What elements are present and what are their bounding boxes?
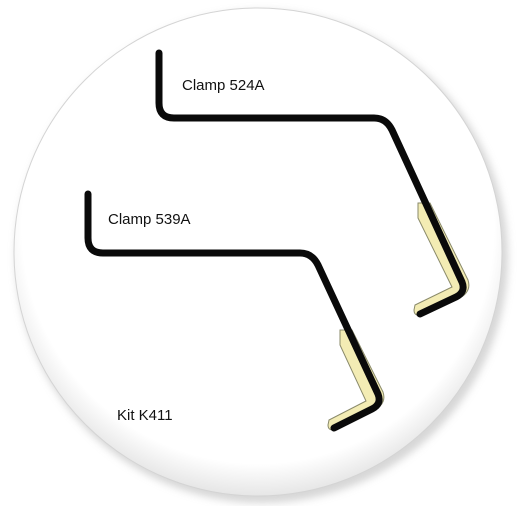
clamp-539a-wire xyxy=(84,190,383,432)
clamp-539a-label: Clamp 539A xyxy=(108,211,191,228)
clamp-524a-label: Clamp 524A xyxy=(182,77,265,94)
clamp-539a xyxy=(84,190,385,432)
kit-label: Kit K411 xyxy=(117,407,173,424)
clamp-524a xyxy=(155,49,470,318)
clamp-524a-wire xyxy=(155,49,467,318)
